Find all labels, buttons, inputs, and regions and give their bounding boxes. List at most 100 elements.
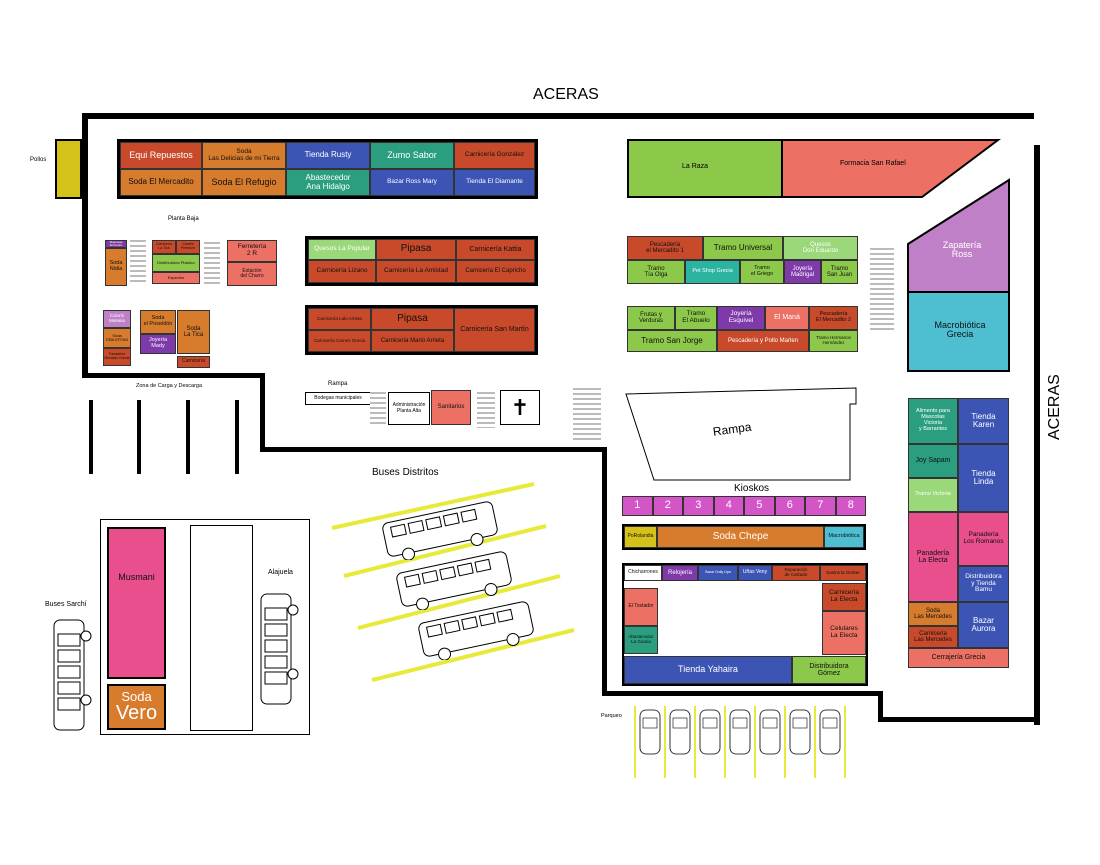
stall-joyeria-madrigal[interactable]: Joyería Madrigal xyxy=(784,260,821,284)
cross-box[interactable]: ✝ xyxy=(500,390,540,425)
stall-ferreteria[interactable]: Ferretería 2 R xyxy=(227,240,277,262)
stall-soda-nidia[interactable]: Soda Nidia xyxy=(105,248,127,286)
stall-bazar-dolly[interactable]: Bazar Dolly Lipa xyxy=(698,565,738,581)
stall-panaderia-electa[interactable]: Panadería La Electa xyxy=(908,512,958,602)
stall-alimento-mascotas[interactable]: Alimento para Mascotas Victoria y Barran… xyxy=(908,398,958,444)
kiosko-7[interactable]: 7 xyxy=(805,496,836,516)
stall-la-raza[interactable]: La Raza xyxy=(682,163,709,170)
stall-carn-amistad[interactable]: Carnicería La Amistad xyxy=(376,260,456,283)
stall-carn-mario[interactable]: Carnicería Mario Arrieta xyxy=(371,330,454,352)
stall-celulares-electa[interactable]: Celulares La Electa xyxy=(822,611,866,655)
stall-cerrajeria[interactable]: Cerrajería Grecia xyxy=(908,648,1009,668)
stall-frutas[interactable]: Frutas y Verduras xyxy=(627,306,675,330)
administracion-box[interactable]: Administración Planta Alta xyxy=(388,392,430,425)
stall-sanitarios[interactable]: Sanitarios xyxy=(431,390,471,425)
stall-carniceria-small[interactable]: Carnicería xyxy=(177,356,210,368)
stall-carn-electa[interactable]: Carnicería La Electa xyxy=(822,583,866,611)
stall-pipasa-2[interactable]: Pipasa xyxy=(371,308,454,330)
stall-pesc-pollo[interactable]: Pescadería y Pollo Marlen xyxy=(717,330,809,352)
stall-soda-vero[interactable]: Soda Vero xyxy=(107,684,166,730)
bus-alajuela xyxy=(260,593,299,705)
stall-distribuidora-plastico[interactable]: Distribuidora Plástico xyxy=(152,254,200,272)
bodegas-box[interactable]: Bodegas municipales xyxy=(305,392,371,405)
block-bottom-center xyxy=(622,563,868,686)
stall-tienda-linda[interactable]: Tienda Linda xyxy=(958,444,1009,512)
kiosko-3[interactable]: 3 xyxy=(683,496,714,516)
stall-joyeria-mady[interactable]: Joyería Mady xyxy=(140,334,176,354)
stall-macrobiotica-grecia[interactable]: Macrobiótica Grecia xyxy=(934,319,986,339)
stall-tramo-universal[interactable]: Tramo Universal xyxy=(703,236,783,260)
stall-tramo-griego[interactable]: Tramo el Griego xyxy=(740,260,784,284)
stall-quesos-eduardo[interactable]: Quesos Don Eduardo xyxy=(783,236,858,260)
stall-soda-la-tica[interactable]: Soda La Tica xyxy=(177,310,210,354)
stall-el-tostador[interactable]: El Tostador xyxy=(624,588,658,626)
stall-farmacia[interactable]: Formacia San Rafael xyxy=(840,160,906,167)
stall-small-1[interactable]: Mascotas El Centro xyxy=(105,240,127,248)
kiosko-5[interactable]: 5 xyxy=(744,496,775,516)
stall-macrobiotica[interactable]: Macrobiótica xyxy=(824,526,864,548)
stall-pesc-mercadito1[interactable]: Pescadería el Mercadito 1 xyxy=(627,236,703,260)
stall-pipasa-1[interactable]: Pipasa xyxy=(376,239,456,260)
stall-soda-poseidon[interactable]: Soda el Poseidón xyxy=(140,310,176,334)
stall-joyeria-esquivel[interactable]: Joyería Esquivel xyxy=(717,306,765,330)
stall-carn-kattia[interactable]: Carnicería Kattia xyxy=(456,239,535,260)
stall-pesc-mercadito2[interactable]: Pescadería El Mercadito 2 xyxy=(809,306,858,330)
stall-sastreria[interactable]: Sastrería Gerber xyxy=(820,565,866,581)
kiosko-8[interactable]: 8 xyxy=(835,496,866,516)
stall-estacion-churro[interactable]: Estación del Churro xyxy=(227,262,277,286)
stall-soda-delicias[interactable]: Soda Las Delicias de mi Tierra xyxy=(202,142,286,169)
stall-quesos-popular[interactable]: Quesos La Popular xyxy=(308,239,376,260)
stall-carn-lizano[interactable]: Carnicería Lizano xyxy=(308,260,376,283)
stall-equi-repuestos[interactable]: Equi Repuestos xyxy=(120,142,202,169)
stall-colorin[interactable]: Colorín Melania xyxy=(103,310,131,328)
stall-bazar-ross[interactable]: Bazar Ross Mary xyxy=(370,169,454,196)
stall-tramo-sanjorge[interactable]: Tramo San Jorge xyxy=(627,330,717,352)
stall-soda-refugio[interactable]: Soda El Refugio xyxy=(202,169,286,196)
stall-tramo-abuelo[interactable]: Tramo El Abuelo xyxy=(675,306,717,330)
stall-reparacion-calzado[interactable]: Reparación de Calzado xyxy=(772,565,820,581)
stall-tramo-sanjuan[interactable]: Tramo San Juan xyxy=(821,260,858,284)
pollos-stall[interactable] xyxy=(55,139,82,199)
stall-carn-tica[interactable]: Carnicería La Tica xyxy=(152,240,176,254)
stall-carn-gonzalez[interactable]: Carnicería González xyxy=(454,142,535,169)
stall-soda-mercedes[interactable]: Soda Las Mercedes xyxy=(908,602,958,626)
stall-especies[interactable]: Especies xyxy=(152,272,200,284)
stall-tramo-hermanos[interactable]: Tramo Hermanos Hernández xyxy=(809,330,858,352)
kiosko-2[interactable]: 2 xyxy=(652,496,683,516)
stall-relojeria[interactable]: Relojería xyxy=(662,565,698,581)
stall-zapateria[interactable]: Zapatería Ross xyxy=(942,239,982,259)
stall-soda-chepe[interactable]: Soda Chepe xyxy=(657,526,824,548)
stall-abastecedor-ana[interactable]: Abastecedor Ana Hidalgo xyxy=(286,169,370,196)
stall-bazar-aurora[interactable]: Bazar Aurora xyxy=(958,602,1009,648)
stall-carn-mercedes[interactable]: Carnicería Las Mercedes xyxy=(908,626,958,648)
stall-musmani[interactable]: Musmani xyxy=(107,527,166,679)
stall-pollolandia[interactable]: PoRolandia xyxy=(624,526,657,548)
stall-soda-mercadito[interactable]: Soda El Mercadito xyxy=(120,169,202,196)
stall-distribuidora-bamu[interactable]: Distribuidora y Tienda Bamu xyxy=(958,566,1009,602)
stall-tienda-karen[interactable]: Tienda Karen xyxy=(958,398,1009,444)
stall-tramo-victoria[interactable]: Tramo Victoria xyxy=(908,478,958,512)
stall-carn-grecia[interactable]: Carnicería Carnes Grecia xyxy=(308,330,371,352)
stall-tienda-rusty[interactable]: Tienda Rusty xyxy=(286,142,370,169)
stall-carn-martin[interactable]: Carnicería San Martín xyxy=(454,308,535,352)
stall-panaderia-romanos[interactable]: Panadería Los Romanos xyxy=(958,512,1009,566)
stall-soda-chela[interactable]: Soda DÑA EFFAN xyxy=(103,328,131,348)
stall-pet-shop[interactable]: Pet Shop Grecia xyxy=(685,260,740,284)
kiosko-6[interactable]: 6 xyxy=(774,496,805,516)
stall-zumo-sabor[interactable]: Zumo Sabor xyxy=(370,142,454,169)
stall-tramo-olga[interactable]: Tramo Tía Olga xyxy=(627,260,685,284)
stall-carn-lalo[interactable]: Carnicería Lalo Arrieta xyxy=(308,308,371,330)
stall-joy-sapam[interactable]: Joy Sapam xyxy=(908,444,958,478)
stall-tienda-yahaira[interactable]: Tienda Yahaira xyxy=(624,656,792,684)
stall-unas-veny[interactable]: Uñas Veny xyxy=(738,565,772,581)
stall-carnes-premium[interactable]: Carnes Premium xyxy=(176,240,200,254)
stall-carn-capricho[interactable]: Carnicería El Capricho xyxy=(456,260,535,283)
kiosko-4[interactable]: 4 xyxy=(713,496,744,516)
stall-distribuidora-gomez[interactable]: Distribuidora Gómez xyxy=(792,656,866,684)
stall-el-mana[interactable]: El Maná xyxy=(765,306,809,330)
stall-panaderia-mercado[interactable]: Panadería Mercado Grecia xyxy=(103,348,131,366)
stall-tienda-diamante[interactable]: Tienda El Diamante xyxy=(454,169,535,196)
kiosko-1[interactable]: 1 xyxy=(622,496,653,516)
stall-chicharrones[interactable]: Chicharrones xyxy=(624,565,662,581)
stall-abastecedor-guaria[interactable]: Abastecedor La Guaria xyxy=(624,626,658,654)
